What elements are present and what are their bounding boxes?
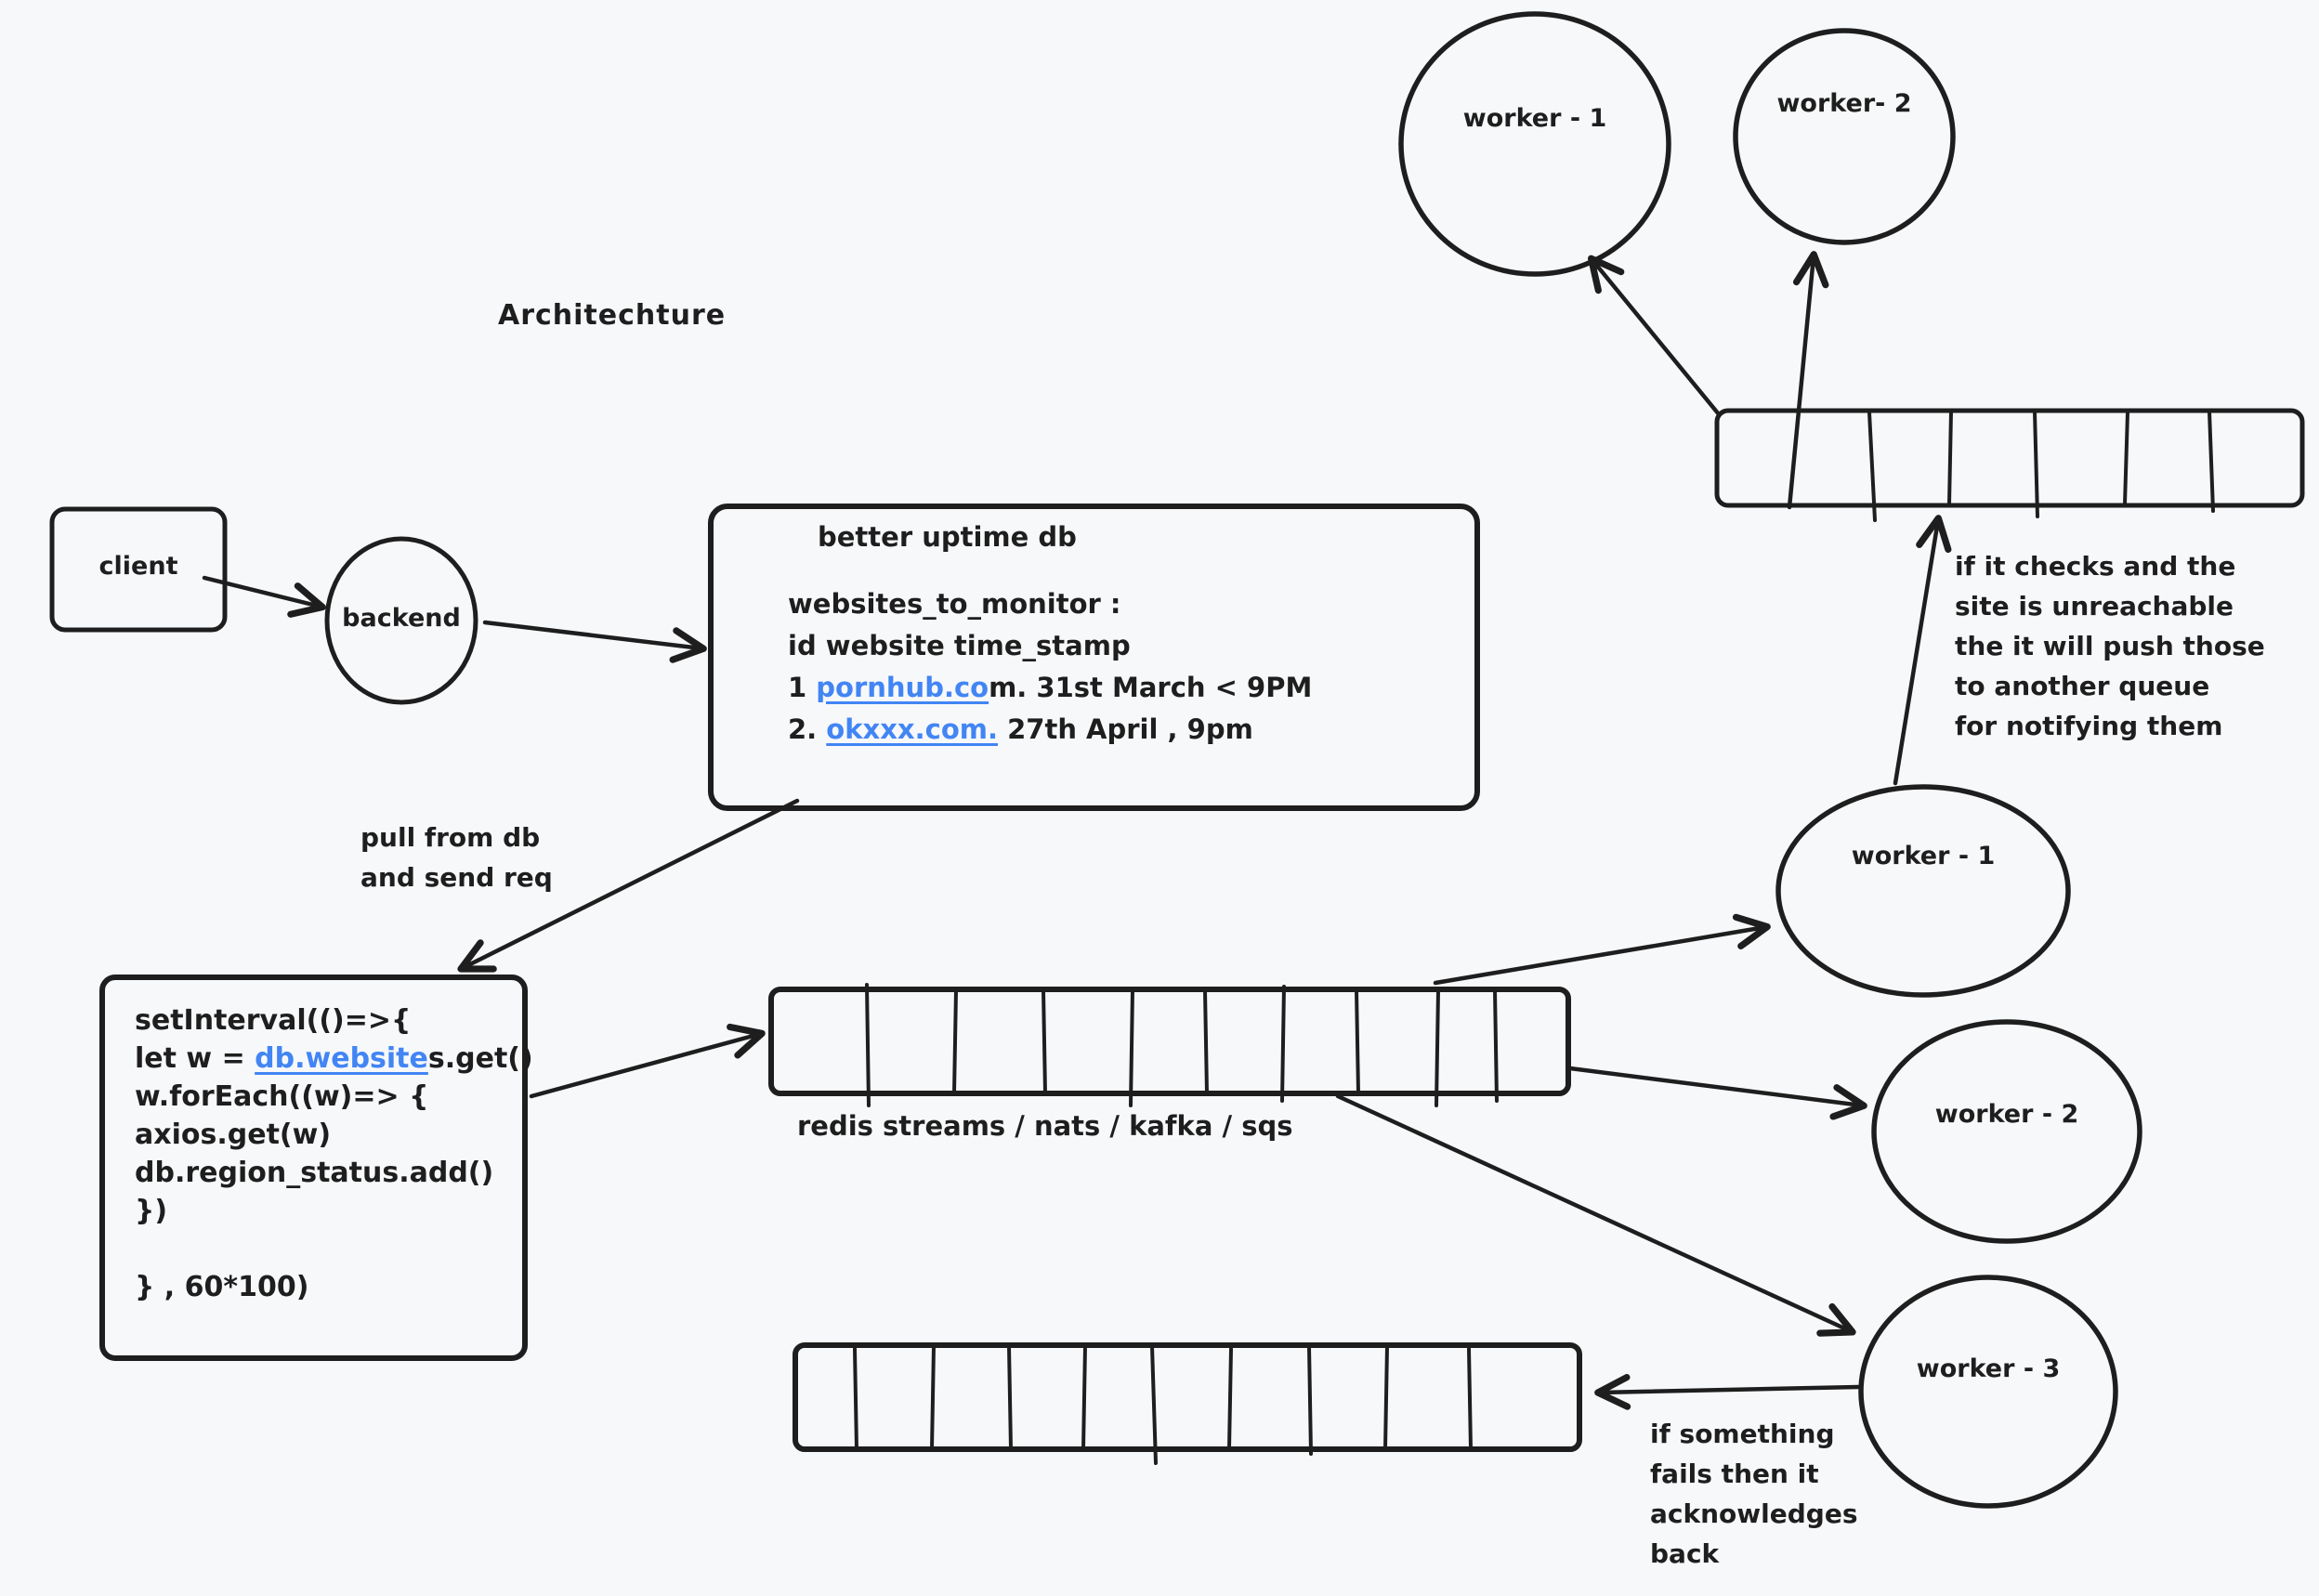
code-text: db.region_status.add()	[135, 1157, 494, 1189]
arrow-top-queue-to-worker2-top	[1787, 251, 1829, 510]
code-text: s.get()	[427, 1042, 533, 1075]
middle-queue-box	[768, 987, 1571, 1096]
code-text: })	[135, 1195, 168, 1227]
arrow-queue-to-worker1-mid	[1433, 913, 1771, 986]
worker2-mid-circle	[1871, 1019, 2142, 1244]
bottom-queue-divider	[853, 1347, 858, 1451]
db-box	[708, 504, 1480, 811]
db-line-text: id website time_stamp	[788, 630, 1131, 661]
unreachable-note: if it checks and the site is unreachable…	[1955, 551, 2265, 741]
code-box-content: setInterval(()=>{ let w = db.websites.ge…	[135, 1001, 533, 1306]
bottom-queue-divider	[1081, 1344, 1087, 1451]
middle-queue-divider	[1203, 988, 1209, 1095]
code-line: axios.get(w)	[135, 1116, 533, 1154]
db-line-text: websites_to_monitor :	[788, 588, 1121, 620]
code-box	[99, 975, 528, 1361]
db-line-text: 1	[788, 672, 817, 703]
db-line: websites_to_monitor :	[788, 583, 1312, 625]
bottom-queue-divider	[930, 1344, 936, 1451]
arrow-worker3-to-bottom-queue	[1594, 1374, 1861, 1410]
pornhub-link[interactable]: pornhub.co	[816, 672, 989, 703]
code-line: setInterval(()=>{	[135, 1001, 533, 1040]
backend-circle	[324, 536, 478, 705]
ack-note: if something fails then it acknowledges …	[1650, 1419, 1858, 1569]
middle-queue	[768, 983, 1571, 1107]
top-queue-divider	[1867, 411, 1877, 522]
code-text: axios.get(w)	[135, 1119, 332, 1151]
worker2-mid-label: worker - 2	[1934, 1100, 2079, 1129]
db-box-content: websites_to_monitor : id website time_st…	[788, 583, 1312, 751]
middle-queue-divider	[1280, 985, 1286, 1103]
arrow-queue-to-worker3	[1335, 1093, 1856, 1337]
top-queue-divider	[2033, 410, 2039, 518]
db-line-text: m. 31st March < 9PM	[989, 672, 1313, 703]
top-queue-divider	[2123, 411, 2129, 506]
diagram-title: Architechture	[498, 299, 727, 332]
db-box-title: better uptime db	[818, 521, 1077, 553]
code-text: let w =	[135, 1042, 255, 1075]
pull-from-db-note: pull from db and send req	[360, 822, 553, 893]
worker1-top-circle	[1398, 11, 1671, 277]
bottom-queue-divider	[1007, 1344, 1013, 1451]
arrow-worker1-mid-to-top-queue	[1893, 515, 1952, 786]
bottom-queue-divider	[1307, 1344, 1313, 1456]
db-line-text: 2.	[788, 713, 827, 745]
bottom-queue-divider	[1383, 1344, 1389, 1451]
worker2-top-label: worker- 2	[1776, 89, 1912, 118]
db-line: 2. okxxx.com. 27th April , 9pm	[788, 709, 1312, 751]
middle-queue-label: redis streams / nats / kafka / sqs	[797, 1110, 1293, 1142]
arrow-backend-to-db	[482, 620, 707, 663]
client-label: client	[98, 552, 178, 581]
code-line: db.region_status.add()	[135, 1154, 533, 1192]
top-queue-divider	[2208, 410, 2215, 513]
arrow-db-to-code	[457, 798, 800, 973]
bottom-queue-divider	[1227, 1347, 1233, 1451]
middle-queue-divider	[1042, 988, 1047, 1095]
top-queue-divider	[1947, 410, 1953, 506]
middle-queue-divider	[1493, 988, 1499, 1103]
code-line: } , 60*100)	[135, 1268, 533, 1306]
code-text: w.forEach((w)=> {	[135, 1080, 429, 1113]
client-box	[49, 506, 228, 633]
middle-queue-divider	[1435, 988, 1440, 1107]
backend-label: backend	[342, 604, 461, 633]
worker3-circle	[1858, 1275, 2118, 1509]
code-line: w.forEach((w)=> {	[135, 1078, 533, 1116]
code-line: })	[135, 1192, 533, 1230]
top-queue-box	[1714, 408, 2305, 508]
db-line-text: 27th April , 9pm	[998, 713, 1253, 745]
bottom-queue	[793, 1342, 1582, 1465]
worker2-top-circle	[1733, 28, 1956, 245]
middle-queue-divider	[952, 988, 958, 1095]
db-line: id website time_stamp	[788, 625, 1312, 667]
middle-queue-divider	[1355, 988, 1360, 1095]
arrow-queue-to-worker2-mid	[1567, 1066, 1867, 1120]
code-text: } , 60*100)	[135, 1271, 309, 1303]
worker1-mid-circle	[1775, 784, 2071, 998]
arrow-client-to-backend	[202, 575, 326, 618]
bottom-queue-divider	[1467, 1347, 1473, 1451]
okxxx-link[interactable]: okxxx.com.	[826, 713, 998, 745]
middle-queue-divider	[865, 983, 871, 1107]
arrow-code-to-middle-queue	[529, 1023, 766, 1099]
db-line: 1 pornhub.com. 31st March < 9PM	[788, 667, 1312, 709]
middle-queue-divider	[1129, 988, 1134, 1107]
code-line	[135, 1230, 533, 1268]
bottom-queue-divider	[1150, 1344, 1158, 1465]
top-queue	[1714, 408, 2305, 522]
code-line: let w = db.websites.get()	[135, 1040, 533, 1078]
db-website-link[interactable]: db.website	[255, 1042, 428, 1075]
arrow-top-queue-to-worker1-top	[1587, 255, 1722, 417]
worker1-mid-label: worker - 1	[1851, 842, 1996, 870]
code-text: setInterval(()=>{	[135, 1004, 412, 1037]
bottom-queue-box	[793, 1342, 1582, 1452]
worker1-top-label: worker - 1	[1462, 104, 1607, 133]
worker3-label: worker - 3	[1916, 1354, 2061, 1383]
